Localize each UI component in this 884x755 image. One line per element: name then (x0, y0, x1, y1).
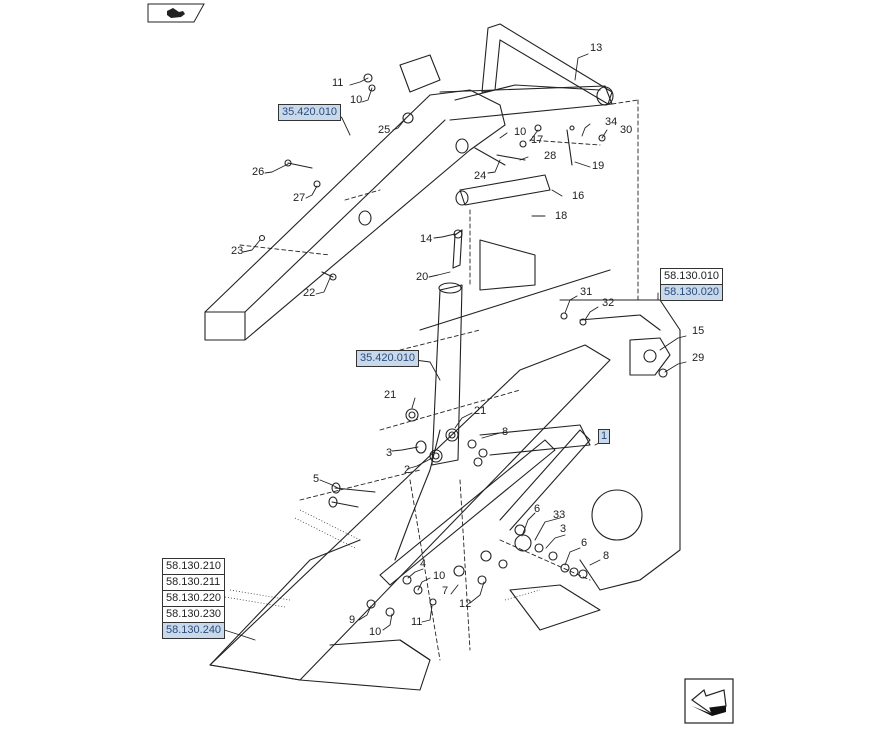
ref-link-58-130-210[interactable]: 58.130.210 (162, 558, 226, 574)
callout-26: 26 (252, 166, 265, 178)
a-frame-part-13 (439, 23, 614, 121)
callout-3: 3 (560, 523, 567, 535)
callout-17: 17 (531, 134, 544, 146)
ref-link-35-420-010-mid[interactable]: 35.420.010 (356, 350, 420, 367)
callout-11: 11 (332, 77, 344, 89)
callout-32: 32 (602, 297, 615, 309)
callout-13: 13 (590, 42, 603, 54)
callout-12: 12 (459, 598, 472, 610)
callout-19: 19 (592, 160, 605, 172)
callout-10: 10 (514, 126, 527, 138)
next-page-button[interactable] (684, 678, 734, 724)
callout-27: 27 (293, 192, 306, 204)
hydraulic-cylinder (431, 229, 463, 466)
ref-link-58-130-211[interactable]: 58.130.211 (162, 574, 226, 590)
callout-22: 22 (303, 287, 316, 299)
callout-5: 5 (313, 473, 320, 485)
ref-link-58-130-220[interactable]: 58.130.220 (162, 590, 226, 606)
callout-25: 25 (378, 124, 391, 136)
callout-10: 10 (350, 94, 363, 106)
callout-16: 16 (572, 190, 585, 202)
callout-31: 31 (580, 286, 593, 298)
ref-link-35-420-010-top[interactable]: 35.420.010 (278, 104, 342, 121)
callout-3: 3 (386, 447, 393, 459)
ref-group-58-130-210: 58.130.210 58.130.211 58.130.220 58.130.… (162, 558, 226, 639)
ref-group-58-130-010: 58.130.010 58.130.020 (660, 268, 724, 301)
ref-link-58-130-240[interactable]: 58.130.240 (162, 622, 226, 639)
callout-34: 34 (605, 116, 618, 128)
ref-link-1[interactable]: 1 (598, 429, 611, 444)
callout-7: 7 (442, 585, 449, 597)
assembly-guides (239, 99, 639, 661)
callout-8: 8 (502, 426, 509, 438)
callout-20: 20 (416, 271, 429, 283)
callout-24: 24 (474, 170, 487, 182)
callout-23: 23 (231, 245, 244, 257)
leader-lines (217, 53, 687, 641)
ref-link-58-130-230[interactable]: 58.130.230 (162, 606, 226, 622)
previous-page-hand-icon (147, 3, 205, 23)
callout-33: 33 (553, 509, 566, 521)
hatched-rails (224, 509, 541, 608)
callout-14: 14 (420, 233, 433, 245)
callout-18: 18 (555, 210, 568, 222)
callout-6: 6 (581, 537, 588, 549)
next-page-arrow-icon (684, 678, 734, 724)
callout-28: 28 (544, 150, 557, 162)
lift-arm (204, 54, 506, 341)
callout-4: 4 (420, 558, 427, 570)
callout-21: 21 (474, 405, 487, 417)
callout-15: 15 (692, 325, 705, 337)
callout-21: 21 (384, 389, 397, 401)
callout-11: 11 (411, 616, 423, 628)
callout-6: 6 (534, 503, 541, 515)
ref-link-58-130-020[interactable]: 58.130.020 (660, 284, 724, 301)
previous-page-button[interactable] (145, 3, 205, 23)
callout-10: 10 (369, 626, 382, 638)
callout-2: 2 (404, 464, 411, 476)
cross-tube-part-16 (455, 174, 551, 206)
hardware-parts (258, 73, 668, 617)
callout-30: 30 (620, 124, 633, 136)
ref-link-58-130-010[interactable]: 58.130.010 (660, 268, 724, 284)
callout-8: 8 (603, 550, 610, 562)
callout-9: 9 (349, 614, 356, 626)
callout-10: 10 (433, 570, 446, 582)
callout-29: 29 (692, 352, 705, 364)
